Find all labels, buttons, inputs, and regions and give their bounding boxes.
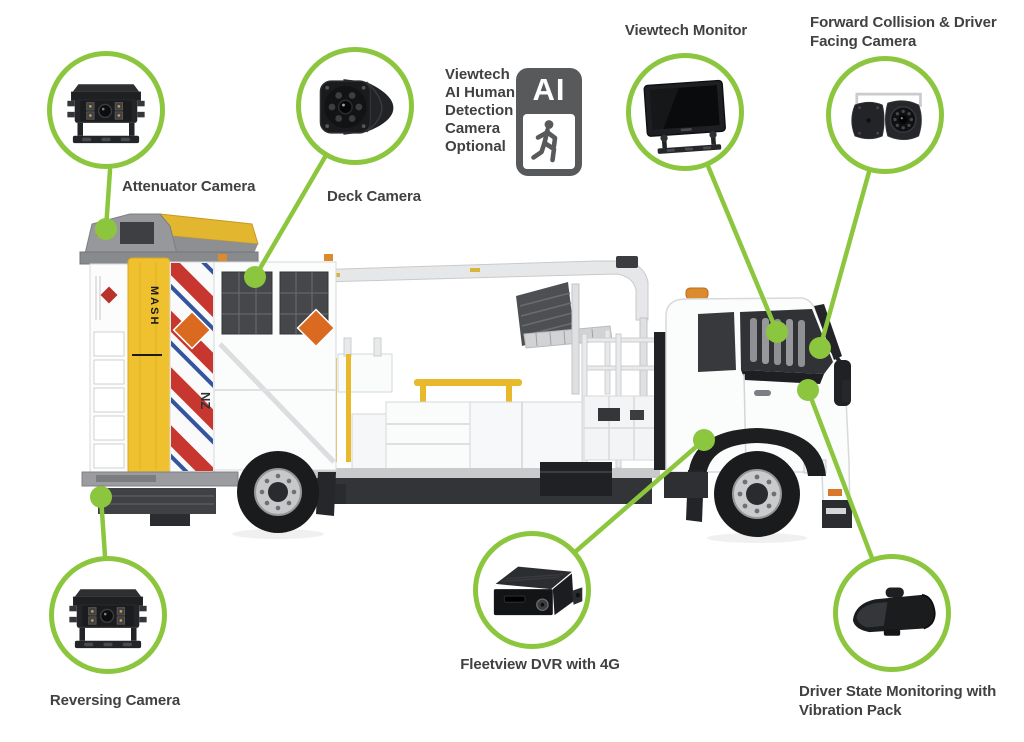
ai-pedestrian-badge: AI bbox=[516, 68, 582, 176]
endpoint-viewtech-monitor bbox=[766, 321, 788, 343]
connector-driver-state bbox=[805, 387, 875, 561]
reversing-camera-callout bbox=[49, 556, 167, 674]
rear-box-camera-icon bbox=[67, 84, 145, 144]
connector-viewtech-monitor bbox=[705, 163, 780, 335]
connector-deck-camera bbox=[252, 154, 328, 280]
ai-badge-panel bbox=[523, 114, 575, 169]
endpoint-deck-camera bbox=[244, 266, 266, 288]
side-deck-camera-icon bbox=[319, 79, 394, 135]
pedestrian-walking-icon bbox=[531, 119, 558, 162]
attenuator-camera-callout bbox=[47, 51, 165, 169]
rear-wheel bbox=[237, 451, 319, 533]
cab-side-window bbox=[698, 312, 736, 372]
ai-camera-note: Viewtech AI Human Detection Camera Optio… bbox=[445, 66, 515, 156]
windshield-curtain bbox=[750, 318, 805, 367]
connector-fleetview-dvr bbox=[572, 437, 707, 555]
mid-deck bbox=[332, 337, 583, 471]
forward-collision-callout bbox=[826, 56, 944, 174]
attenuator: MASH bbox=[79, 213, 259, 526]
fleetview-dvr-label: Fleetview DVR with 4G bbox=[460, 656, 620, 673]
safety-cage bbox=[581, 333, 663, 469]
truck-cab bbox=[654, 287, 852, 528]
deck-camera-label: Deck Camera bbox=[327, 188, 421, 205]
ai-note-line3: Detection bbox=[445, 102, 514, 119]
front-wheel-shadow bbox=[707, 533, 807, 543]
ai-badge-text: AI bbox=[532, 72, 566, 107]
dual-front-camera-icon bbox=[851, 92, 922, 140]
driver-state-callout bbox=[833, 554, 951, 672]
rear-box-camera-icon bbox=[69, 589, 147, 649]
viewtech-monitor-label: Viewtech Monitor bbox=[624, 22, 748, 39]
forward-collision-label: Forward Collision & Driver Facing Camera bbox=[810, 14, 997, 50]
panel-nz-text: NZ bbox=[198, 392, 213, 409]
attenuator-brand-text: MASH bbox=[148, 286, 160, 326]
red-diamond-marker bbox=[100, 286, 118, 304]
attenuator-camera-label: Attenuator Camera bbox=[122, 178, 256, 195]
reversing-camera-label: Reversing Camera bbox=[49, 692, 181, 709]
ai-note-line2: AI Human bbox=[445, 84, 516, 101]
endpoint-reversing-camera bbox=[90, 486, 112, 508]
ai-note-line5: Optional bbox=[445, 138, 506, 155]
callout-endpoints bbox=[90, 218, 831, 508]
dvr-unit-icon bbox=[493, 566, 583, 616]
canopy bbox=[516, 282, 648, 397]
fleetview-dvr-callout bbox=[473, 531, 591, 649]
rear-wheel-shadow bbox=[232, 529, 324, 539]
front-fender bbox=[688, 428, 826, 476]
amber-beacon bbox=[685, 287, 709, 300]
driver-state-label: Driver State Monitoring with Vibration P… bbox=[799, 683, 997, 719]
attenuator-white-blocks bbox=[93, 331, 125, 469]
connector-forward-collision bbox=[817, 169, 872, 351]
dash-monitor-icon bbox=[643, 79, 726, 154]
endpoint-fleetview-dvr bbox=[693, 429, 715, 451]
body-box bbox=[213, 254, 337, 471]
hazard-diamond-sign bbox=[172, 310, 212, 350]
front-wheel bbox=[714, 451, 800, 537]
mirror-dsm-unit-icon bbox=[852, 587, 936, 636]
ai-note-line1: Viewtech bbox=[445, 66, 510, 83]
endpoint-attenuator-camera bbox=[95, 218, 117, 240]
chevron-panel: NZ bbox=[169, 261, 215, 473]
hazard-diamond-sign-2 bbox=[296, 308, 336, 348]
ai-note-line4: Camera bbox=[445, 120, 501, 137]
viewtech-monitor-callout bbox=[626, 53, 744, 171]
endpoint-forward-collision bbox=[809, 337, 831, 359]
rear-step-base bbox=[81, 471, 239, 526]
endpoint-driver-state bbox=[797, 379, 819, 401]
deck-camera-callout bbox=[296, 47, 414, 165]
truck-illustration: MASH bbox=[79, 213, 852, 543]
door-handle bbox=[754, 390, 771, 396]
